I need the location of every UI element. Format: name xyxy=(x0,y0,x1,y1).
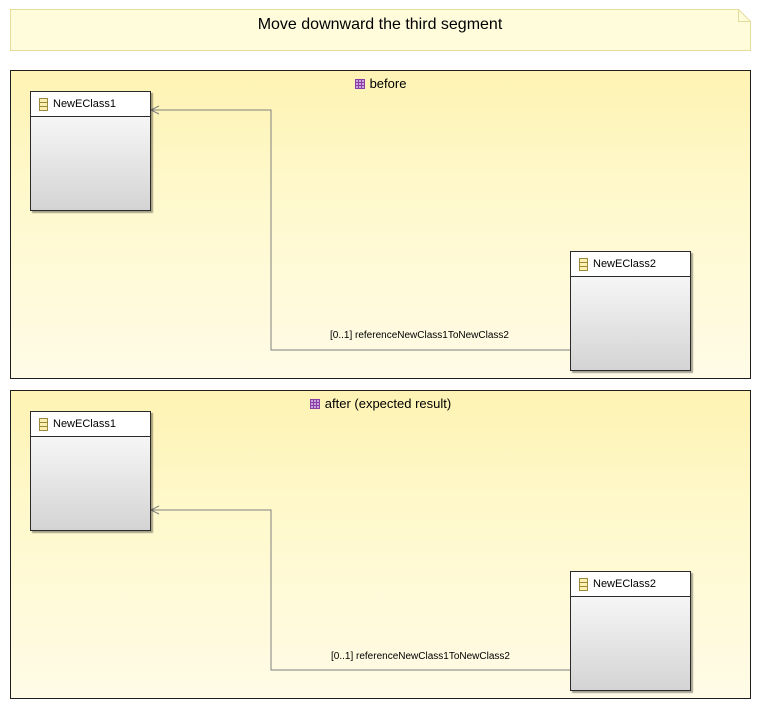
container-label: before xyxy=(369,76,407,91)
eclass-title: NewEClass2 xyxy=(571,252,690,277)
eclass-icon xyxy=(579,258,588,271)
edge-label[interactable]: [0..1] referenceNewClass1ToNewClass2 xyxy=(330,330,509,341)
eclass-node-newEClass2[interactable]: NewEClass2 xyxy=(570,251,691,371)
eclass-title: NewEClass2 xyxy=(571,572,690,597)
note-title: Move downward the third segment xyxy=(257,16,503,33)
container-header: after (expected result) xyxy=(11,396,750,411)
package-icon xyxy=(309,397,320,409)
package-icon xyxy=(354,77,365,89)
eclass-node-newEClass1[interactable]: NewEClass1 xyxy=(30,411,151,531)
eclass-icon xyxy=(579,578,588,591)
eclass-name: NewEClass2 xyxy=(593,578,656,590)
eclass-node-newEClass2[interactable]: NewEClass2 xyxy=(570,571,691,691)
eclass-title: NewEClass1 xyxy=(31,92,150,117)
edge-label[interactable]: [0..1] referenceNewClass1ToNewClass2 xyxy=(331,651,510,662)
title-note[interactable]: Move downward the third segment xyxy=(10,9,751,51)
eclass-icon xyxy=(39,418,48,431)
note-shape xyxy=(10,9,751,51)
eclass-name: NewEClass1 xyxy=(53,418,116,430)
eclass-title: NewEClass1 xyxy=(31,412,150,437)
container-header: before xyxy=(11,76,750,91)
eclass-icon xyxy=(39,98,48,111)
eclass-name: NewEClass2 xyxy=(593,258,656,270)
eclass-name: NewEClass1 xyxy=(53,98,116,110)
eclass-node-newEClass1[interactable]: NewEClass1 xyxy=(30,91,151,211)
container-label: after (expected result) xyxy=(324,396,452,411)
